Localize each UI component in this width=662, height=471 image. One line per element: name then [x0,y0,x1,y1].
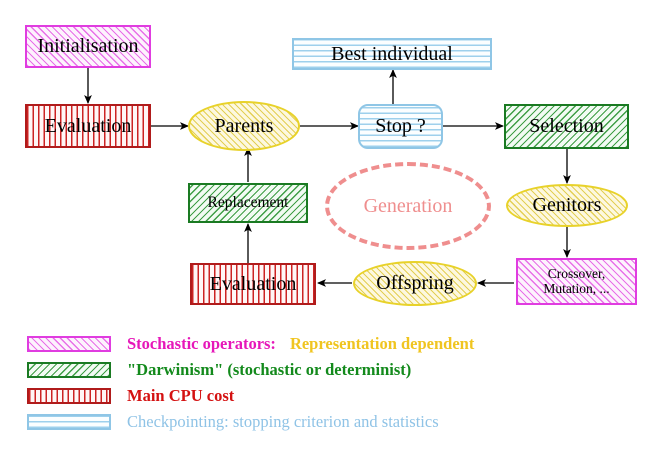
node-selection-label: Selection [529,115,604,137]
node-generation-label: Generation [363,194,453,217]
node-evaluation-top[interactable]: Evaluation [25,104,151,148]
node-evaluation-bottom-label: Evaluation [209,272,297,295]
legend-row-darwinism: "Darwinism" (stochastic or determinist) [0,360,662,388]
node-selection[interactable]: Selection [504,104,629,149]
legend-label-checkpointing: Checkpointing: stopping criterion and st… [127,412,439,431]
red-vertical-hatch-icon [27,388,111,404]
node-stop[interactable]: Stop ? [358,104,443,149]
legend-label-cpu-cost: Main CPU cost [127,386,235,405]
node-evaluation-bottom[interactable]: Evaluation [190,263,316,305]
node-best-individual-label: Best individual [331,42,453,65]
node-genitors[interactable]: Genitors [506,184,628,227]
blue-horizontal-hatch-icon [27,414,111,430]
legend-row-stochastic: Stochastic operators: Representation depe… [0,334,662,362]
node-best-individual[interactable]: Best individual [292,38,492,70]
legend-row-checkpointing: Checkpointing: stopping criterion and st… [0,412,662,440]
node-evaluation-top-label: Evaluation [44,114,132,137]
legend-label-stochastic: Stochastic operators: Representation depe… [127,334,474,354]
node-genitors-label: Genitors [532,194,602,216]
node-stop-label: Stop ? [375,115,426,137]
node-generation: Generation [325,162,491,250]
node-initialisation-label: Initialisation [37,35,139,57]
node-offspring-label: Offspring [376,272,454,294]
green-diagonal-hatch-icon [27,362,111,378]
node-replacement-label: Replacement [207,193,289,211]
node-crossover-mutation[interactable]: Crossover, Mutation, ... [516,258,637,305]
node-parents-label: Parents [214,114,274,137]
legend-stochastic-text: Stochastic operators: [127,334,276,353]
node-parents[interactable]: Parents [188,101,300,151]
node-replacement[interactable]: Replacement [188,183,308,223]
legend-label-darwinism: "Darwinism" (stochastic or determinist) [127,360,412,379]
magenta-diagonal-hatch-icon [27,336,111,352]
node-offspring[interactable]: Offspring [353,261,477,306]
node-crossover-mutation-label: Crossover, Mutation, ... [543,266,610,296]
node-initialisation[interactable]: Initialisation [25,25,151,68]
legend-row-cpu-cost: Main CPU cost [0,386,662,414]
legend: Stochastic operators: Representation depe… [0,334,662,440]
legend-representation-text: Representation dependent [289,334,475,353]
